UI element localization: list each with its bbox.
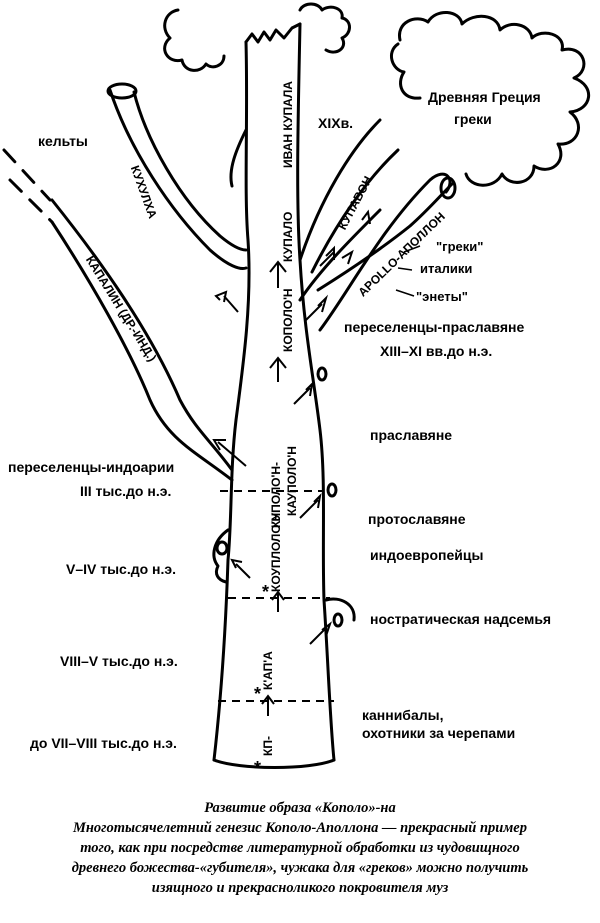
arrow-up-1 — [269, 356, 287, 382]
label-italics: италики — [420, 261, 473, 276]
arrow-apollo-1 — [341, 249, 354, 265]
label-greeks-quoted: "греки" — [436, 239, 484, 254]
root-bottom — [212, 758, 336, 769]
kapalin-branch — [50, 198, 234, 482]
left-bump — [212, 528, 230, 584]
label-greeks: греки — [454, 111, 492, 127]
label-proto-slavs: праславяне — [370, 427, 453, 443]
foliage-right-inner — [389, 42, 422, 100]
arrow-up-2 — [269, 260, 287, 288]
asterisk-bottom: * — [254, 758, 261, 778]
arrow-right-2 — [299, 493, 322, 519]
label-kouplolon: КОУПЛОЛО'Н — [269, 512, 283, 592]
label-celts: кельты — [38, 133, 88, 149]
caption-line-4: древнего божества-«губителя», чужака для… — [71, 860, 529, 876]
caption-line-1: Развитие образа «Кополо»-на — [204, 800, 396, 816]
arrow-up-4 — [261, 694, 275, 716]
pointer-italics — [397, 267, 413, 271]
label-period-5-4mil: V–IV тыс.до н.э. — [66, 561, 177, 577]
arrow-indoarians — [212, 439, 247, 467]
label-proto-slavic-migrants: переселенцы-праславяне — [344, 319, 525, 335]
foliage-left — [163, 8, 226, 72]
trunk-top — [244, 22, 302, 44]
trunk-left — [212, 40, 251, 762]
label-kopolo: КОПОЛО'Н — [281, 288, 295, 352]
label-kupalo: КУПАЛО — [281, 211, 295, 262]
kuhulha-opening — [106, 82, 138, 100]
arrow-right-1 — [293, 381, 314, 405]
label-nostratic: ностратическая надсемья — [370, 611, 552, 627]
label-ancient-greece: Древняя Греция — [428, 89, 541, 105]
kopolo-evolution-tree: * * * — [2, 2, 591, 778]
label-period-3mil: III тыс.до н.э. — [80, 483, 172, 499]
label-kaupolo: КАУПОЛО'Н — [285, 446, 299, 516]
figure-caption: Развитие образа «Кополо»-на Многотысячел… — [0, 798, 600, 898]
label-protoslavs: протославяне — [368, 511, 466, 527]
label-cannibals: каннибалы, — [362, 707, 444, 723]
kuhulha-branch — [108, 88, 248, 270]
greek-branch-inner — [298, 208, 382, 302]
label-ivan-kupala: ИВАН КУПАЛА — [281, 81, 295, 168]
knot-middle — [326, 482, 338, 498]
foliage-right — [398, 11, 591, 187]
knot-upper — [316, 366, 328, 382]
celts-dashed-2 — [8, 178, 54, 224]
arrow-right-3 — [309, 621, 332, 645]
arrow-kuhulha — [214, 290, 239, 313]
trunk-right — [296, 22, 336, 762]
label-indo-europeans: индоевропейцы — [370, 547, 484, 563]
apollo-opening — [439, 176, 457, 200]
label-indo-aryan-migrants: переселенцы-индоарии — [8, 459, 175, 475]
kupavon-branch — [298, 118, 400, 274]
apollo-branch — [316, 182, 454, 292]
arrow-left-mid — [230, 558, 251, 579]
arrow-up-3 — [271, 590, 285, 612]
pointer-veneti — [395, 289, 415, 297]
label-century-19: XIXв. — [318, 115, 354, 131]
caption-line-2: Многотысячелетний генезис Кополо-Аполлон… — [72, 820, 527, 836]
label-period-8-5mil: VIII–V тыс.до н.э. — [60, 653, 178, 669]
asterisk-top: * — [262, 582, 269, 602]
label-kapa: К'АП'А — [261, 651, 275, 690]
caption-line-5: изящного и прекрасноликого покровителя м… — [151, 880, 449, 896]
knot-lower — [332, 612, 344, 628]
label-veneti: "энеты" — [416, 289, 468, 304]
caption-line-3: того, как при посредстве литературной об… — [80, 840, 520, 856]
arrow-kupavon — [319, 245, 335, 267]
upper-left-stub — [229, 128, 248, 188]
knot-left — [215, 540, 229, 556]
arrow-apollo-2 — [361, 209, 371, 225]
arrow-right-4 — [305, 294, 329, 321]
label-period-13-11c: XIII–XI вв.до н.э. — [380, 343, 493, 359]
right-bump — [324, 597, 356, 622]
label-period-before-7-8mil: до VII–VIII тыс.до н.э. — [30, 735, 177, 751]
asterisk-mid: * — [254, 684, 261, 704]
celts-dashed-1 — [2, 148, 52, 202]
label-kp: КП- — [261, 736, 275, 756]
pointer-greeks — [403, 245, 421, 253]
label-skull-hunters: охотники за черепами — [362, 725, 516, 741]
foliage-top-right — [298, 2, 351, 54]
